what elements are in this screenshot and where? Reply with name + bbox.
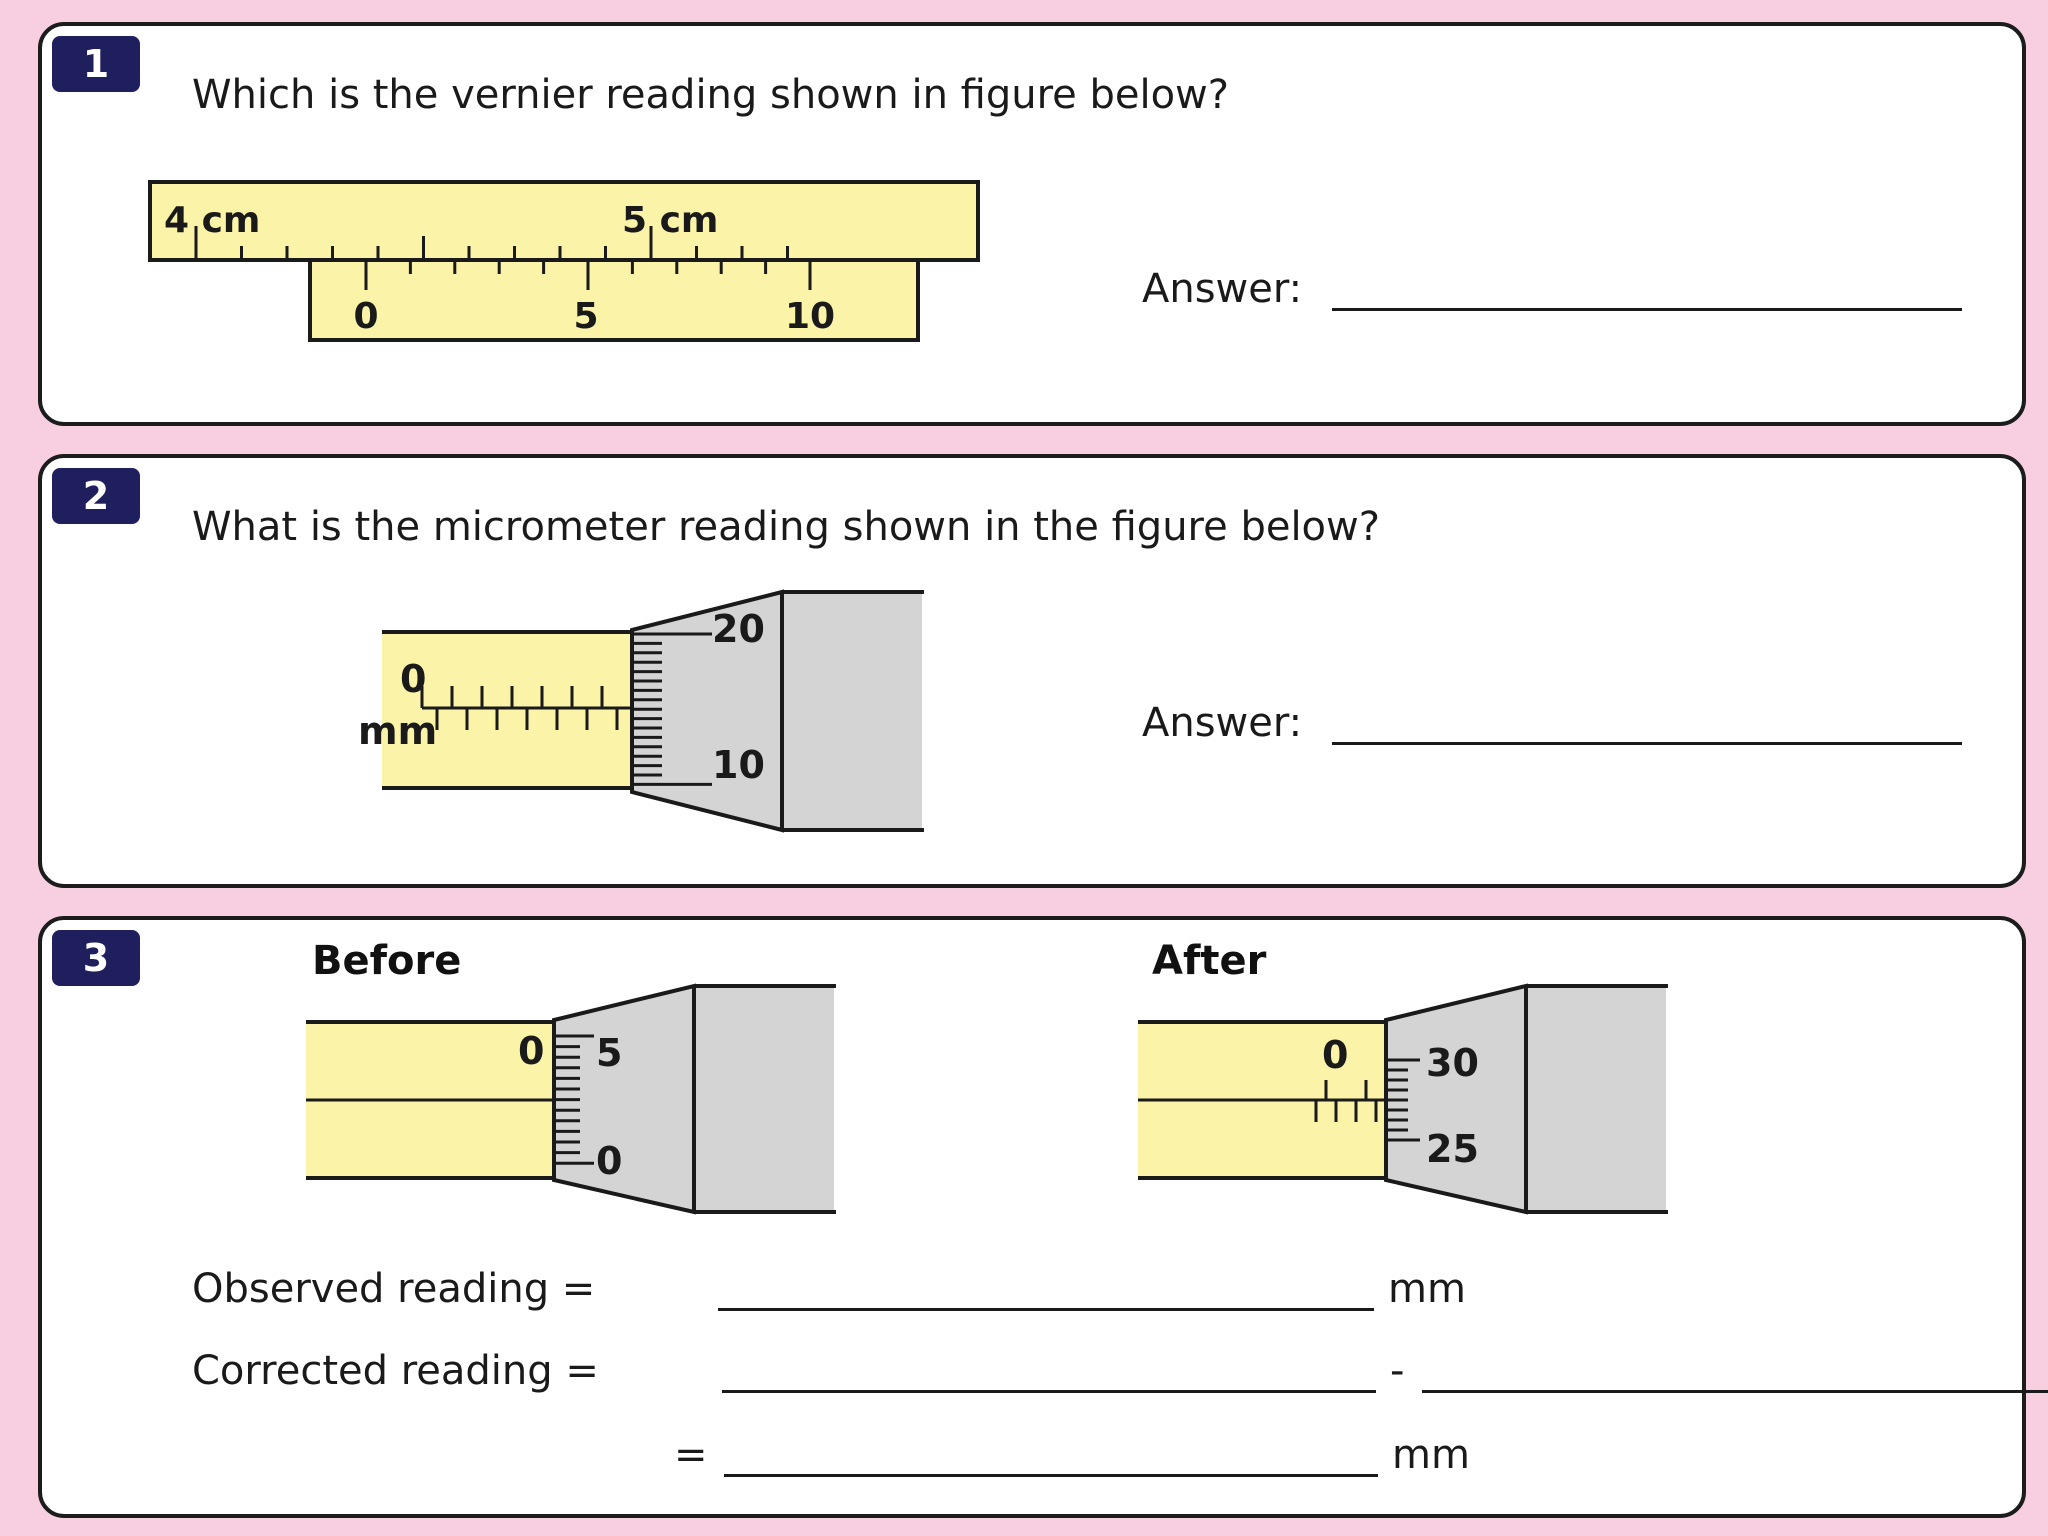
- sleeve-ticks: [1314, 1080, 1378, 1122]
- equals-sign: =: [674, 1432, 708, 1478]
- thimble-label-30: 30: [1426, 1041, 1479, 1085]
- question-number-badge: 1: [52, 36, 140, 92]
- vernier-label-10: 10: [785, 296, 835, 337]
- final-reading-blank[interactable]: [724, 1474, 1378, 1477]
- question-text: What is the micrometer reading shown in …: [192, 504, 1380, 550]
- main-scale: [148, 180, 980, 262]
- unit-label: mm: [358, 709, 437, 753]
- observed-reading-label: Observed reading =: [192, 1266, 596, 1312]
- answer-blank[interactable]: [1332, 308, 1962, 311]
- sleeve: [382, 632, 632, 788]
- answer-label: Answer:: [1142, 700, 1303, 746]
- after-title: After: [1152, 938, 1267, 984]
- after-micrometer-figure: 0 30 25: [1138, 983, 1668, 1215]
- question-3-panel: 3 Before After 0 5 0 0 30 25 Observed re: [38, 916, 2048, 1518]
- thimble-label-0: 0: [596, 1139, 622, 1183]
- sleeve-zero-label: 0: [1322, 1033, 1348, 1077]
- main-scale-label-5cm: 5 cm: [622, 200, 718, 241]
- question-1-panel: 1 Which is the vernier reading shown in …: [38, 22, 2026, 426]
- minus-sign: -: [1390, 1348, 1405, 1394]
- corrected-reading-label: Corrected reading =: [192, 1348, 599, 1394]
- thimble-ticks: [1388, 1058, 1420, 1142]
- question-text: Which is the vernier reading shown in fi…: [192, 72, 1229, 118]
- thimble-label-20: 20: [712, 607, 765, 651]
- result-unit: mm: [1392, 1432, 1470, 1478]
- thimble-label-25: 25: [1426, 1127, 1479, 1171]
- thimble-body: [782, 592, 922, 830]
- before-title: Before: [312, 938, 462, 984]
- corrected-reading-blank[interactable]: [722, 1390, 1376, 1393]
- thimble-body: [694, 986, 834, 1212]
- micrometer-figure: 0 mm 20 10: [358, 589, 924, 833]
- sleeve-zero-label: 0: [400, 657, 426, 701]
- sleeve-ticks: [420, 686, 619, 730]
- answer-blank[interactable]: [1332, 742, 1962, 745]
- vernier-scale-ticks: [364, 260, 812, 290]
- thimble-label-5: 5: [596, 1031, 622, 1075]
- question-number-badge: 2: [52, 468, 140, 524]
- vernier-caliper-figure: 4 cm 5 cm 0 5 10: [148, 180, 980, 342]
- vernier-scale: [308, 258, 920, 342]
- thimble-label-10: 10: [712, 743, 765, 787]
- question-number-badge: 3: [52, 930, 140, 986]
- observed-reading-blank[interactable]: [718, 1308, 1374, 1311]
- thimble-ticks: [634, 632, 712, 786]
- thimble-ticks: [556, 1034, 594, 1165]
- zero-error-blank[interactable]: [1422, 1390, 2048, 1393]
- question-2-panel: 2 What is the micrometer reading shown i…: [38, 454, 2026, 888]
- sleeve-zero-label: 0: [518, 1029, 544, 1073]
- thimble-body: [1526, 986, 1666, 1212]
- vernier-label-0: 0: [353, 296, 378, 337]
- main-scale-ticks: [194, 226, 789, 260]
- observed-unit: mm: [1388, 1266, 1466, 1312]
- before-micrometer-figure: 0 5 0: [306, 983, 836, 1215]
- answer-label: Answer:: [1142, 266, 1303, 312]
- vernier-label-5: 5: [573, 296, 598, 337]
- main-scale-label-4cm: 4 cm: [164, 200, 260, 241]
